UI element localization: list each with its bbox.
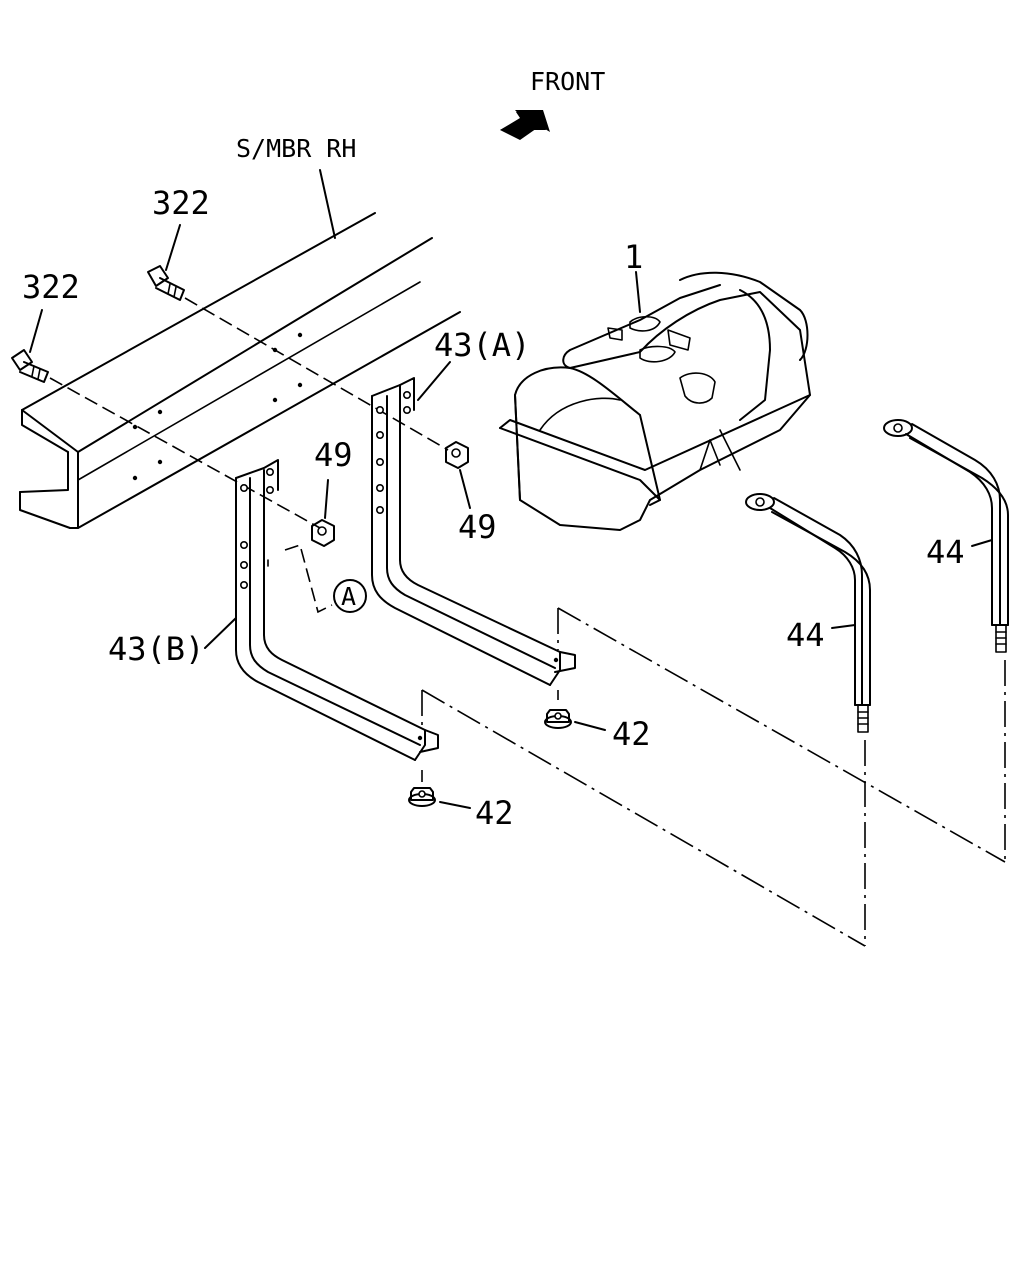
view-ref-circle	[333, 579, 367, 613]
bracket-b	[235, 459, 439, 761]
bolt-upper-label: 322	[152, 184, 210, 222]
front-arrow-icon	[500, 110, 550, 140]
nut-lower-label: 49	[314, 436, 353, 474]
bolt-upper	[147, 265, 185, 301]
strap-front-label: 44	[786, 616, 825, 654]
flange-nut-upper	[544, 709, 572, 729]
side-member-rail	[19, 212, 461, 529]
strap-front	[745, 493, 871, 733]
front-label: FRONT	[530, 67, 605, 96]
side-member-label: S/MBR RH	[236, 134, 356, 163]
flange-nut-lower-label: 42	[475, 794, 514, 832]
bracket-a-label: 43(A)	[434, 326, 530, 364]
bolt-lower	[11, 349, 49, 383]
bolt-lower-label: 322	[22, 268, 80, 306]
nut-lower	[311, 519, 335, 547]
bracket-a	[371, 377, 576, 686]
bracket-b-label: 43(B)	[108, 630, 204, 668]
nut-upper	[445, 441, 469, 469]
tank-label: 1	[624, 238, 643, 276]
flange-nut-upper-label: 42	[612, 715, 651, 753]
strap-rear-label: 44	[926, 533, 965, 571]
strap-rear	[883, 419, 1009, 653]
view-ref-label: A	[341, 582, 356, 611]
fuel-tank	[499, 271, 811, 531]
nut-upper-label: 49	[458, 508, 497, 546]
flange-nut-lower	[408, 787, 436, 807]
